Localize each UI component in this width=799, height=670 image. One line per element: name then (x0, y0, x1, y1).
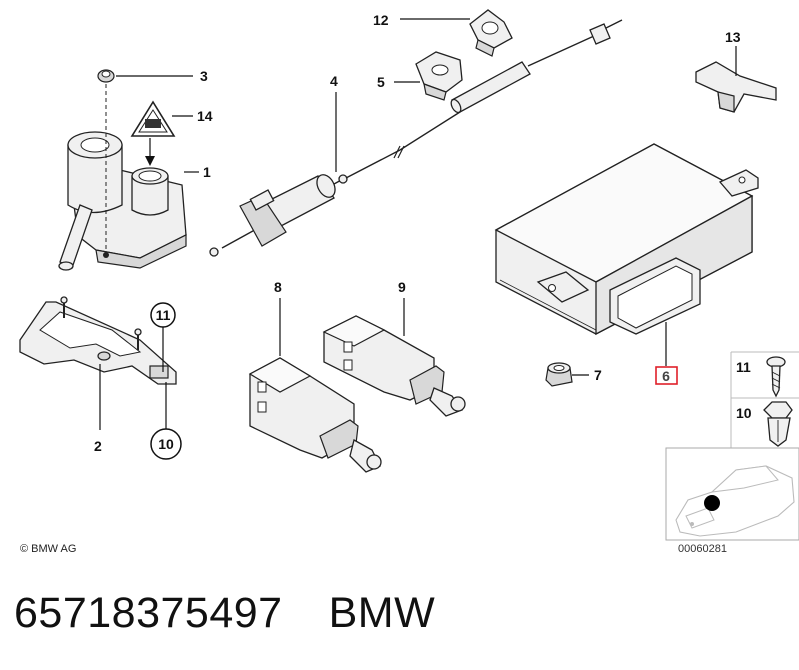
part-9-switch (322, 315, 466, 417)
callout-5: 5 (377, 74, 385, 90)
callout-13: 13 (725, 29, 741, 45)
part-5-clip (415, 51, 463, 101)
legend-clip-nut-icon (763, 401, 793, 447)
legend-panel: 11 10 (730, 351, 799, 448)
callout-14: 14 (197, 108, 213, 124)
arrow-14-head (145, 156, 155, 166)
part-1-valve-housing (58, 84, 187, 271)
part-14-warning-label-icon (130, 100, 176, 137)
part-number-bar: 65718375497 BMW (14, 585, 435, 641)
diagram-code: 00060281 (678, 543, 727, 555)
callout-1: 1 (203, 164, 211, 180)
callout-11: 11 (156, 307, 171, 323)
brand-name: BMW (328, 588, 436, 637)
part-12-clip (469, 9, 513, 57)
callout-8: 8 (274, 279, 282, 295)
callout-3: 3 (200, 68, 208, 84)
legend-label-11: 11 (736, 359, 751, 375)
part-number: 65718375497 (14, 588, 283, 637)
callout-6-highlight-box (655, 366, 678, 385)
callout-6: 6 (662, 368, 670, 384)
part-7-nut (545, 362, 573, 387)
part-8-switch (248, 357, 382, 473)
callout-7: 7 (594, 367, 602, 383)
part-3-nut (97, 69, 115, 83)
part-13-bracket-clip (695, 61, 777, 113)
callout-10: 10 (158, 436, 174, 452)
legend-screw-icon (766, 356, 786, 398)
callout-12: 12 (373, 12, 389, 28)
callout-9: 9 (398, 279, 406, 295)
callout-2: 2 (94, 438, 102, 454)
legend-label-10: 10 (736, 405, 752, 421)
part-2-bracket (19, 296, 177, 385)
vehicle-location-inset (665, 447, 799, 541)
copyright: © BMW AG (20, 543, 76, 555)
part-4-bowden-cable (209, 19, 623, 257)
callout-4: 4 (330, 73, 338, 89)
location-marker (704, 495, 720, 511)
part-6-control-module (494, 143, 759, 336)
